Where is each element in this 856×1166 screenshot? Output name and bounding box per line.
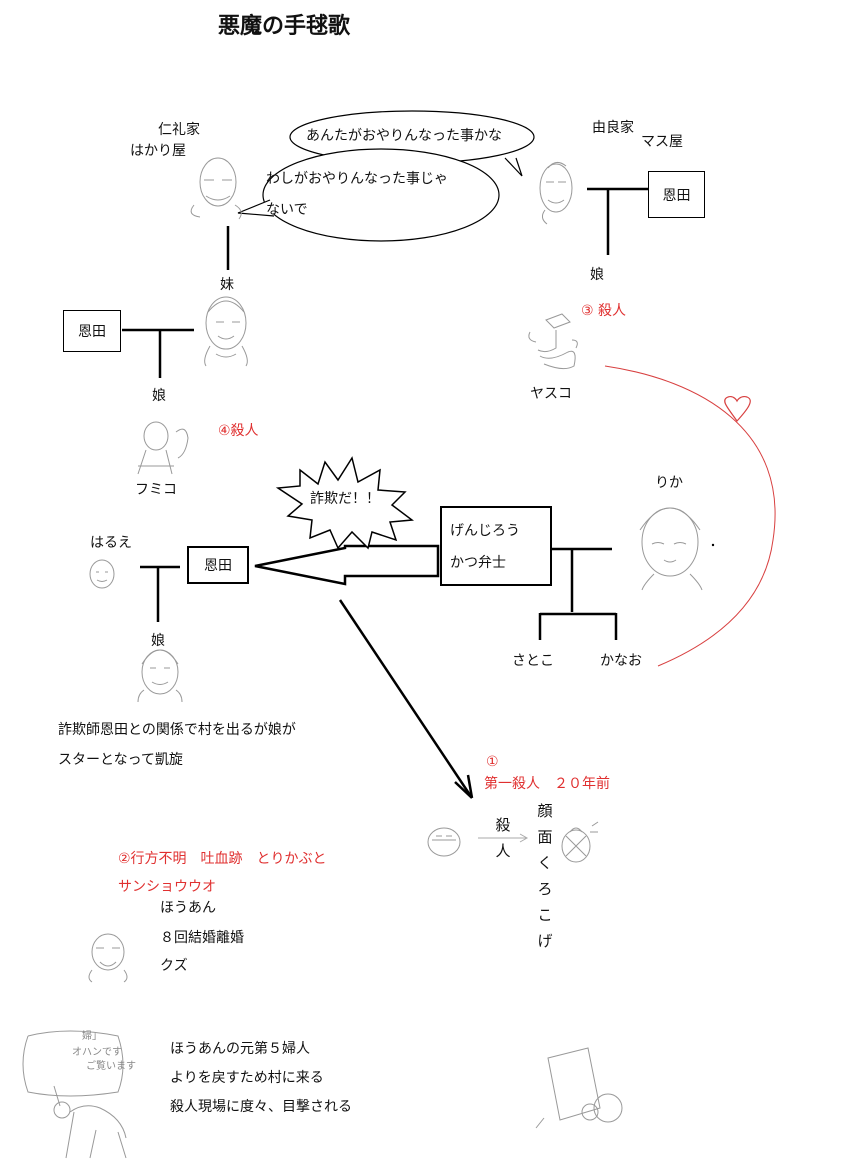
nire-sister-sketch	[204, 296, 248, 367]
old-woman-sign-3: ご覧います	[86, 1061, 136, 1072]
nire-family-label: 仁礼家	[158, 122, 200, 138]
nire-sister-label: 妹	[220, 277, 234, 293]
fumiko-sketch	[137, 421, 189, 475]
harue-daughter-sketch	[137, 649, 183, 703]
rika-sketch	[639, 507, 703, 591]
murder-kill-text: 殺人	[495, 816, 511, 860]
houan-name: ほうあん	[160, 900, 216, 916]
houan-sketch	[88, 933, 128, 983]
nire-shop-label: はかり屋	[130, 143, 186, 159]
yura-murder-label: ③ 殺人	[581, 303, 627, 319]
houan-note-1: ８回結婚離婚	[160, 930, 244, 946]
genjiro-job: かつ弁士	[450, 555, 506, 571]
yura-bubble-tail	[504, 157, 523, 177]
old-woman-note-1: ほうあんの元第５婦人	[170, 1041, 310, 1057]
yura-speech-text: あんたがおやりんなった事かな	[306, 128, 502, 144]
page-title: 悪魔の手毬歌	[218, 14, 351, 39]
yura-family-label: 由良家	[592, 120, 634, 136]
old-woman-sign-2: オハンです	[72, 1047, 122, 1058]
nire-elder-sketch	[190, 157, 242, 220]
harue-label: はるえ	[90, 535, 132, 551]
nire-daughter-label: 娘	[152, 388, 166, 404]
fumiko-label: フミコ	[135, 482, 177, 498]
missing-label-1: ②行方不明 吐血跡 とりかぶと	[118, 851, 327, 867]
yura-shop-label: マス屋	[641, 134, 683, 150]
old-woman-sketch	[22, 1030, 127, 1159]
yasuko-label: ヤスコ	[530, 386, 572, 402]
houan-note-2: クズ	[160, 958, 188, 974]
yura-elder-sketch	[539, 162, 573, 225]
harue-sketch	[89, 559, 115, 589]
first-murder-arrowhead	[454, 774, 474, 799]
first-murder-label: 第一殺人 ２０年前	[484, 776, 610, 792]
satoko-label: さとこ	[512, 653, 554, 669]
nire-bubble-tail	[237, 199, 275, 217]
fraud-arrow	[254, 544, 440, 586]
old-woman-sign-1: 婦」	[82, 1031, 102, 1042]
still-life-sketch	[535, 1047, 623, 1129]
missing-label-2: サンショウウオ	[118, 879, 216, 895]
shout-text: 詐欺だ！！	[310, 491, 380, 507]
murder-sketch	[427, 821, 599, 863]
nire-speech-text-2: ないで	[266, 202, 308, 218]
onda-box-yura: 恩田	[648, 171, 705, 218]
yasuko-sketch	[528, 313, 578, 370]
harue-daughter-label: 娘	[151, 633, 165, 649]
onda-box-nire: 恩田	[63, 310, 121, 352]
burnt-face-text: 顔面くろこげ	[537, 802, 553, 950]
heart-icon	[724, 395, 751, 422]
first-murder-arrow	[338, 599, 472, 796]
love-curve	[604, 365, 776, 667]
nire-speech-bubble	[262, 148, 500, 242]
onda-box-harue: 恩田	[187, 546, 249, 584]
harue-note-2: スターとなって凱旋	[58, 752, 183, 768]
nire-murder-label: ④殺人	[218, 423, 259, 439]
rika-label: りか	[655, 475, 683, 491]
nire-speech-text-1: わしがおやりんなった事じゃ	[266, 171, 448, 187]
kanao-label: かなお	[600, 653, 642, 669]
genjiro-box: げんじろう かつ弁士	[440, 506, 552, 586]
old-woman-note-3: 殺人現場に度々、目撃される	[170, 1099, 352, 1115]
harue-note-1: 詐欺師恩田との関係で村を出るが娘が	[58, 722, 296, 738]
yura-daughter-label: 娘	[590, 267, 604, 283]
sketch-figures	[22, 157, 703, 1159]
genjiro-name: げんじろう	[450, 523, 520, 539]
shout-burst	[275, 456, 415, 550]
first-murder-number: ①	[486, 754, 499, 770]
old-woman-note-2: よりを戻すため村に来る	[170, 1070, 324, 1086]
